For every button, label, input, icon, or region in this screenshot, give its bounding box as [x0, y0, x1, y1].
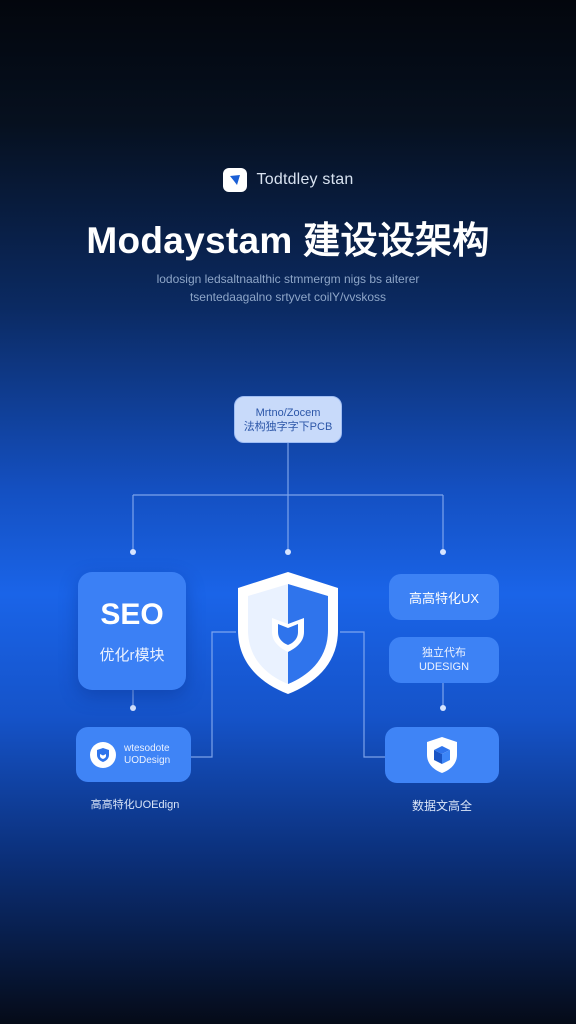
- connector-dot: [130, 705, 136, 711]
- bottom-left-node[interactable]: wtesodote UODesign: [76, 727, 191, 782]
- brand-header: Todtdley stan: [0, 168, 576, 192]
- bottom-left-node-line-1: wtesodote: [124, 742, 170, 754]
- subtitle-line-2: tsentedaagalno srtyvet coilY/vvskoss: [189, 290, 387, 304]
- top-node[interactable]: Mrtno/Zocem 法构独字字下PCB: [234, 396, 342, 443]
- bottom-right-caption: 数据文高全: [411, 799, 472, 813]
- brand-name: Todtdley stan: [256, 171, 354, 188]
- top-node-line-1: Mrtno/Zocem: [255, 406, 321, 419]
- bottom-right-node[interactable]: [385, 727, 499, 783]
- seo-node[interactable]: SEO 优化r模块: [78, 572, 186, 690]
- shield-box-icon: [427, 737, 457, 773]
- bottom-left-node-text: wtesodote UODesign: [124, 743, 170, 767]
- right-node-ux[interactable]: 高高特化UX: [389, 574, 499, 620]
- bottom-left-node-line-2: UODesign: [124, 754, 171, 766]
- connector-dot: [285, 549, 291, 555]
- page-subtitle: lodosign ledsaltnaalthic stmmergm nigs b…: [88, 270, 488, 306]
- right-node-design-line-1: 独立代布: [422, 647, 466, 659]
- right-node-design-line-2: UDESIGN: [418, 661, 470, 673]
- page-title: Modaystam 建设设架构: [86, 220, 490, 261]
- security-shield-icon[interactable]: [232, 568, 344, 698]
- right-node-design[interactable]: 独立代布 UDESIGN: [389, 637, 499, 683]
- bottom-left-caption: 高高特化UOEdign: [90, 799, 180, 811]
- seo-title: SEO: [100, 597, 164, 631]
- connector-dot: [440, 549, 446, 555]
- top-node-line-2: 法构独字字下PCB: [243, 420, 333, 433]
- subtitle-line-1: lodosign ledsaltnaalthic stmmergm nigs b…: [156, 272, 420, 286]
- seo-subtitle: 优化r模块: [99, 646, 165, 664]
- right-node-ux-label: 高高特化UX: [408, 590, 480, 606]
- shield-badge-icon: [90, 741, 116, 768]
- app-logo-icon: [222, 168, 247, 192]
- connector-dot: [130, 549, 136, 555]
- connector-dot: [440, 705, 446, 711]
